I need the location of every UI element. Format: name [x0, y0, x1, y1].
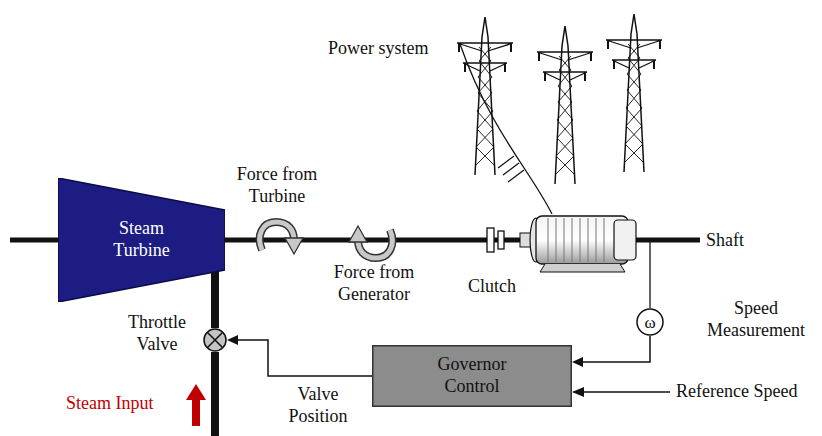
label: Force from Generator: [324, 262, 424, 305]
connector: [227, 335, 372, 376]
connector-line: [581, 336, 650, 362]
pylon: [606, 14, 662, 172]
turbine-shape: Steam Turbine: [58, 178, 225, 302]
valve-symbol: Throttle Valve: [203, 328, 227, 352]
connector: [572, 336, 650, 367]
node-text: Throttle Valve: [119, 312, 195, 355]
rotation-arrow: [349, 226, 392, 258]
node-text: Governor Control: [422, 354, 522, 397]
shape-outline: [203, 328, 227, 352]
clutch-flange: [498, 231, 504, 249]
arrowhead: [227, 335, 238, 345]
sensor-line: [649, 242, 650, 308]
label: Shaft: [706, 230, 744, 252]
power-line: [460, 44, 552, 214]
steam-arrow: [186, 384, 206, 426]
sensor-circle: ω: [636, 308, 664, 336]
connector: [215, 270, 216, 328]
clutch-flange: [487, 228, 494, 252]
label: Reference Speed: [676, 381, 797, 403]
connector-line: [236, 340, 372, 376]
label: Force from Turbine: [228, 164, 326, 207]
reference-line: [582, 391, 670, 392]
node-text: ω: [644, 314, 655, 331]
arrowhead: [572, 357, 583, 367]
steam-pipe: [211, 352, 219, 436]
label: Power system: [328, 38, 429, 60]
pylon: [537, 26, 593, 184]
process-box: Governor Control: [372, 345, 572, 407]
label: Speed Measurement: [698, 298, 814, 341]
hash-marks: [498, 156, 524, 182]
arrowhead: [572, 387, 584, 397]
connector-line: [211, 270, 219, 328]
label: Steam Input: [66, 393, 154, 415]
pylon: [457, 17, 513, 175]
rotation-arrow: [260, 222, 303, 254]
label: Clutch: [468, 276, 516, 298]
node-text: Steam Turbine: [102, 218, 182, 261]
generator: [520, 216, 636, 272]
connector-label: Valve Position: [278, 384, 358, 427]
